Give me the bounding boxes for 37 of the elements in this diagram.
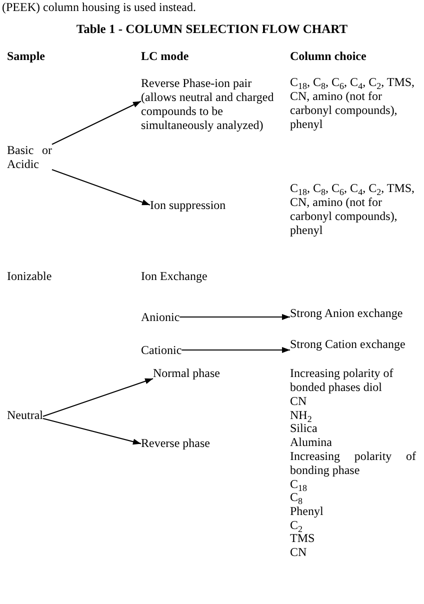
body-text: (PEEK) column housing is used instead.: [2, 0, 196, 14]
column-header: Column choice: [290, 49, 366, 63]
column-choice-text: C$_{8}$: [290, 490, 303, 504]
lc-mode-text: Ion Exchange: [141, 269, 208, 283]
column-choice-text: Increasing polarity of bonded phases diol: [290, 366, 394, 394]
column-choice-text: C$_{2}$: [290, 518, 303, 532]
column-header: Sample: [7, 49, 46, 63]
column-choice-text: NH$_{2}$: [290, 408, 312, 422]
lc-mode-text: Cationic: [141, 343, 182, 357]
sample-type-text: Neutral: [7, 408, 43, 422]
column-choice-text: Alumina: [290, 435, 332, 449]
table-title: Table 1 - COLUMN SELECTION FLOW CHART: [76, 22, 348, 36]
column-choice-text: C$_{18}$: [290, 477, 308, 491]
arrow: [180, 314, 290, 320]
lc-mode-text: Reverse Phase-ion pair (allows neutral and charged compounds to be simultaneously analyzed): [141, 76, 279, 132]
arrow: [52, 100, 142, 145]
sample-type-text: Basic or Acidic: [7, 143, 52, 171]
column-choice-text: TMS: [290, 531, 315, 545]
column-choice-text: Strong Cation exchange: [290, 337, 406, 351]
lc-mode-text: Ion suppression: [150, 198, 226, 212]
column-header: LC mode: [141, 49, 189, 63]
column-choice-text: C$_{18}$, C$_{8}$, C$_{6}$, C$_{4}$, C$_{2}$, TMS, CN, amino (not for carbonyl compounds), phenyl: [290, 75, 416, 131]
column-choice-text: CN: [290, 394, 307, 408]
column-choice-text: Silica: [290, 421, 318, 435]
column-choice-text: CN: [290, 545, 307, 559]
arrow: [42, 418, 142, 445]
column-choice-text: Strong Anion exchange: [290, 306, 403, 320]
lc-mode-text: Normal phase: [153, 366, 220, 380]
column-choice-text: Increasing polarity of bonding phase: [290, 449, 416, 477]
lc-mode-text: Reverse phase: [141, 436, 210, 450]
arrow: [182, 347, 290, 353]
lc-mode-text: Anionic: [141, 310, 180, 324]
column-choice-text: Phenyl: [290, 504, 324, 518]
column-choice-text: C$_{18}$, C$_{8}$, C$_{6}$, C$_{4}$, C$_{2}$, TMS, CN, amino (not for carbonyl compounds), phenyl: [290, 181, 416, 237]
arrow: [42, 378, 154, 417]
sample-type-text: Ionizable: [7, 269, 52, 283]
arrow: [52, 169, 150, 206]
